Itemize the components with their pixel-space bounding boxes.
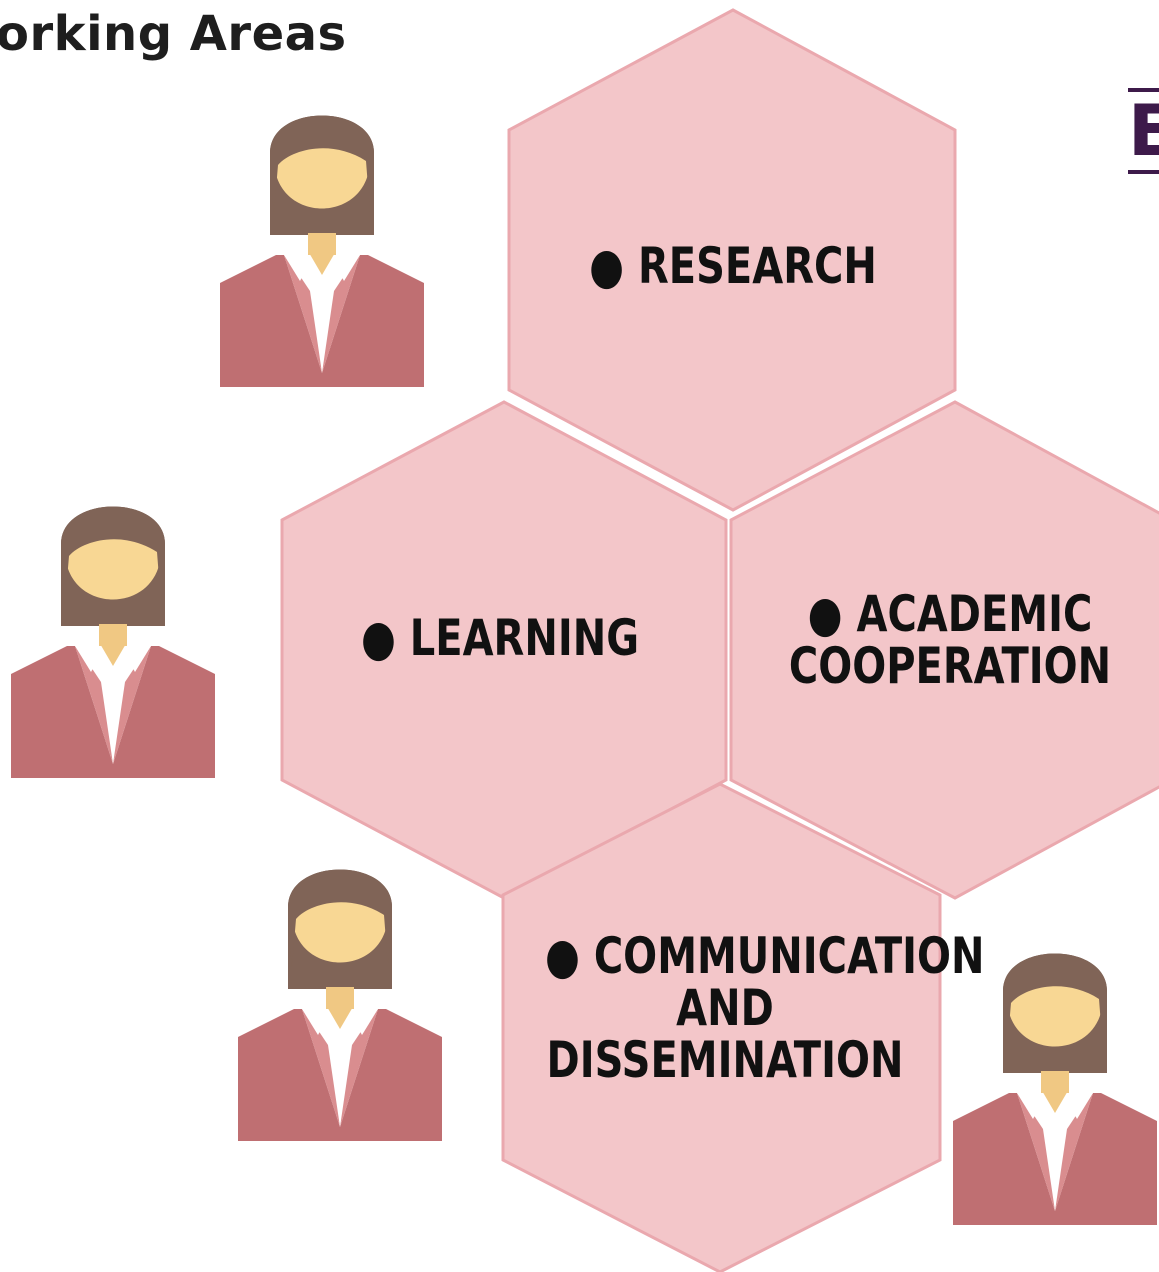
area-label-academic-cooperation: ● ACADEMIC COOPERATION bbox=[782, 588, 1118, 692]
area-label-line: DISSEMINATION bbox=[546, 1031, 904, 1089]
area-label-line: COOPERATION bbox=[788, 637, 1112, 695]
hex-learning bbox=[280, 400, 728, 900]
area-label-learning: ● LEARNING bbox=[360, 609, 640, 667]
cropped-heading-letter: E bbox=[1128, 90, 1159, 172]
person-icon bbox=[953, 953, 1157, 1225]
person-icon bbox=[238, 869, 442, 1141]
cropped-heading-fragment: E bbox=[1128, 88, 1159, 174]
area-label-line: AND bbox=[676, 979, 774, 1037]
hex-communication-dissemination bbox=[501, 782, 942, 1272]
area-label-line: ● ACADEMIC bbox=[807, 585, 1093, 643]
area-label-communication-dissemination: ● COMMUNICATION AND DISSEMINATION bbox=[545, 927, 985, 1089]
hex-academic-cooperation bbox=[729, 400, 1159, 900]
person-icon bbox=[11, 506, 215, 778]
heading-rule-top bbox=[1128, 88, 1159, 92]
heading-rule-bottom bbox=[1128, 170, 1159, 174]
area-label-line: ● COMMUNICATION bbox=[545, 927, 985, 985]
hex-research bbox=[507, 8, 957, 512]
page-title: orking Areas bbox=[0, 6, 347, 62]
area-label-research: ● RESEARCH bbox=[589, 237, 877, 295]
person-icon bbox=[220, 115, 424, 387]
